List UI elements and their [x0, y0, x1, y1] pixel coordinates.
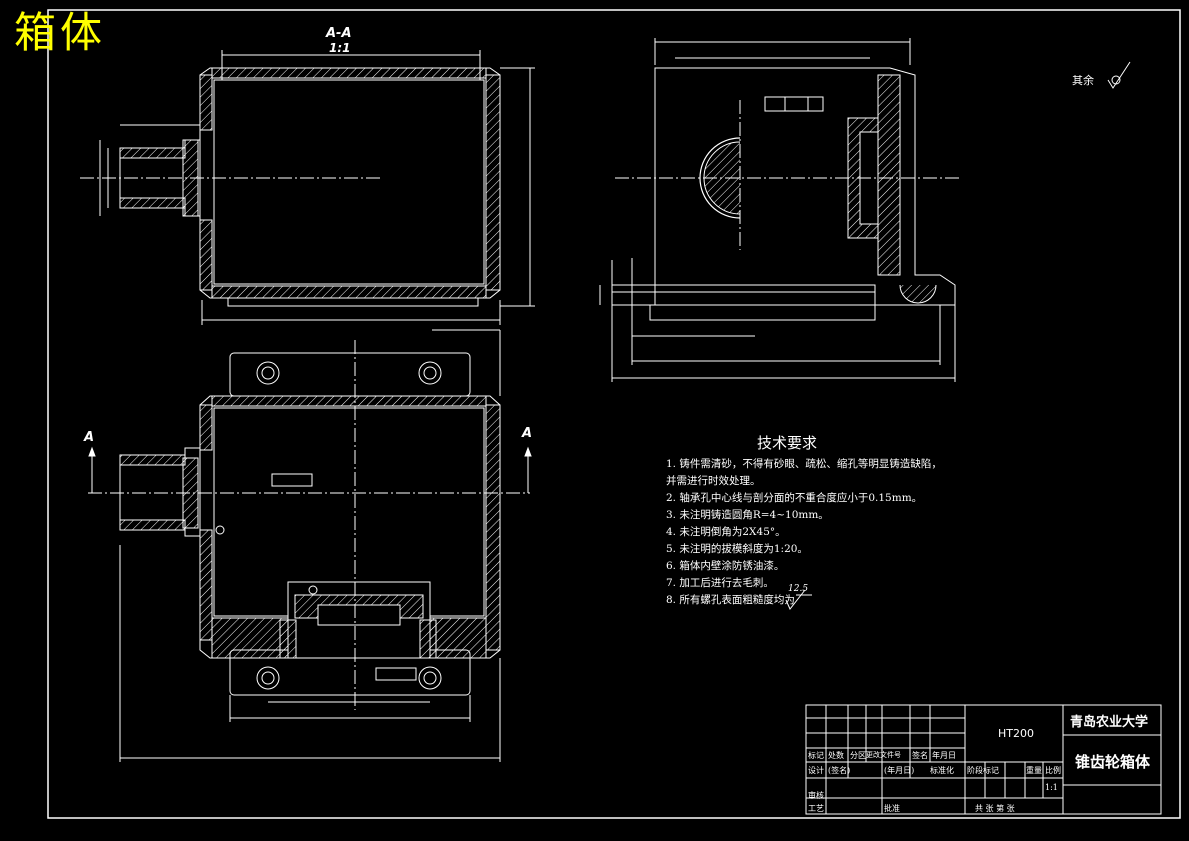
part-name: 锥齿轮箱体 [1075, 753, 1151, 771]
side-view [599, 38, 960, 382]
tb-standard: 标准化 [930, 766, 954, 775]
tb-row-label: 年月日 [932, 751, 956, 760]
tb-row-label: 签名 [912, 751, 928, 760]
tb-design-date: (年月日) [884, 766, 915, 775]
top-view [88, 329, 532, 762]
roughness-note: 其余 [1072, 74, 1094, 87]
view-mark-left: A [84, 430, 95, 445]
requirement-item: 1. 铸件需清砂，不得有砂眼、疏松、缩孔等明显铸造缺陷， [666, 458, 942, 470]
tb-review: 审核 [808, 791, 824, 800]
tb-scale-label: 比例 [1045, 766, 1061, 775]
school-name: 青岛农业大学 [1070, 715, 1149, 730]
requirement-item: 6. 箱体内壁涂防锈油漆。 [666, 560, 785, 572]
sheet-title: 箱体 [14, 8, 107, 57]
tb-stage-label: 阶段标记 [967, 766, 999, 775]
section-label: A-A [326, 26, 352, 41]
tb-approve: 批准 [884, 804, 900, 813]
sheet-border [47, 9, 1181, 819]
material: HT200 [998, 727, 1034, 740]
scale-value: 1:1 [1045, 783, 1058, 792]
section-scale: 1:1 [329, 41, 351, 55]
tb-row-label: 处数 [828, 751, 844, 760]
roughness-symbol-small [785, 589, 812, 610]
section-view-aa [80, 50, 535, 325]
requirement-item: 并需进行时效处理。 [666, 475, 761, 487]
tech-requirements-list: 1. 铸件需清砂，不得有砂眼、疏松、缩孔等明显铸造缺陷， 并需进行时效处理。 2… [666, 456, 942, 609]
view-mark-right: A [522, 426, 533, 441]
tb-row-label: 更改文件号 [866, 751, 901, 759]
tb-sheet-info: 共 张 第 张 [975, 804, 1015, 813]
tb-design-sign: (签名) [828, 766, 851, 775]
title-block [805, 704, 1162, 815]
tb-design-label: 设计 [808, 766, 824, 775]
requirement-item: 3. 未注明铸造圆角R=4~10mm。 [666, 509, 829, 521]
tech-requirements-title: 技术要求 [757, 434, 818, 452]
tb-row-label: 分区 [850, 751, 866, 760]
tb-weight-label: 重量 [1026, 766, 1042, 775]
requirement-item: 4. 未注明倒角为2X45°。 [666, 526, 786, 538]
requirement-item: 7. 加工后进行去毛刺。 [666, 577, 774, 589]
requirement-item: 5. 未注明的拔模斜度为1:20。 [666, 543, 808, 555]
roughness-value: 12.5 [788, 584, 809, 594]
requirement-item: 2. 轴承孔中心线与剖分面的不重合度应小于0.15mm。 [666, 492, 923, 504]
tb-row-label: 标记 [808, 751, 824, 760]
requirement-item: 8. 所有螺孔表面粗糙度均为 [666, 594, 795, 606]
tb-process: 工艺 [808, 804, 824, 813]
roughness-symbol [1107, 61, 1131, 89]
